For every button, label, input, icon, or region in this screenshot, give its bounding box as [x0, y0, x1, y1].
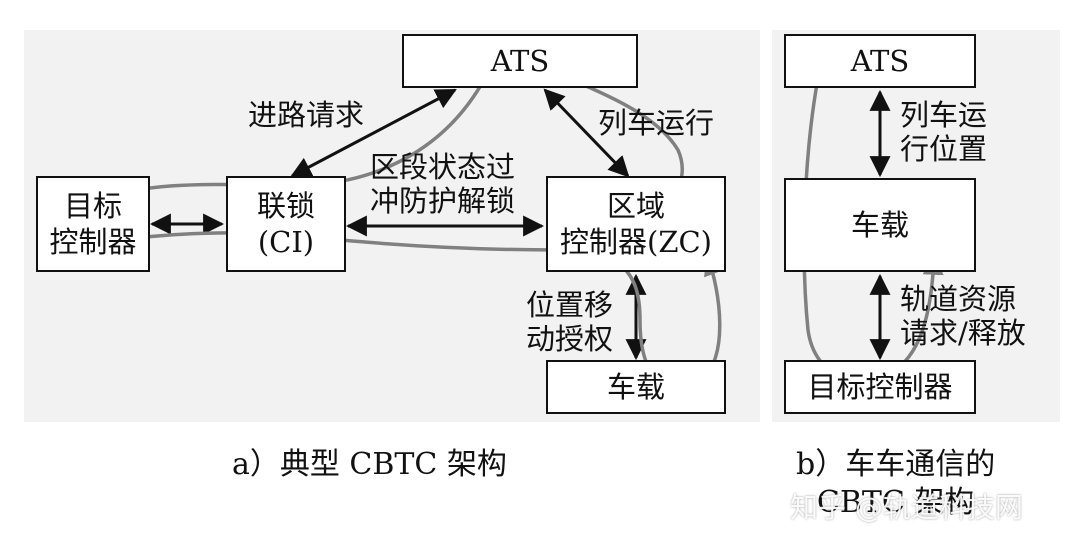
- onboard-label-b: 车载: [850, 208, 909, 242]
- ats-box-b: ATS: [784, 34, 976, 88]
- caption-b: b）车车通信的 CBTC 架构: [796, 447, 996, 520]
- interlock-box: 联锁 (CI): [226, 176, 346, 272]
- label-movement-authority: 位置移 动授权: [526, 288, 614, 356]
- target-controller-label-b: 目标控制器: [807, 370, 953, 404]
- target-controller-box-b: 目标控制器: [784, 360, 976, 414]
- label-section-unlock: 区段状态过 冲防护解锁: [370, 150, 516, 218]
- label-route-request: 进路请求: [248, 98, 365, 132]
- zone-controller-box: 区域 控制器(ZC): [546, 176, 726, 272]
- ats-label-b: ATS: [850, 44, 910, 78]
- ats-label: ATS: [490, 44, 550, 78]
- zone-controller-label: 区域 控制器(ZC): [560, 189, 712, 259]
- onboard-box-b: 车载: [784, 178, 976, 272]
- ats-box: ATS: [402, 34, 638, 88]
- label-train-position: 列车运 行位置: [900, 98, 988, 166]
- arrow-ats-zc: [543, 88, 630, 178]
- arrow-ats-ci: [290, 88, 457, 178]
- target-controller-label: 目标 控制器: [49, 189, 137, 259]
- target-controller-box: 目标 控制器: [36, 176, 150, 272]
- interlock-label: 联锁 (CI): [256, 189, 315, 259]
- onboard-label: 车载: [606, 370, 665, 404]
- watermark: 知乎 @轨道科技网: [790, 491, 1023, 524]
- label-train-operation: 列车运行: [598, 106, 715, 140]
- label-track-resource: 轨道资源 请求/释放: [900, 282, 1026, 350]
- caption-a: a）典型 CBTC 架构: [232, 447, 507, 482]
- onboard-box: 车载: [546, 360, 726, 414]
